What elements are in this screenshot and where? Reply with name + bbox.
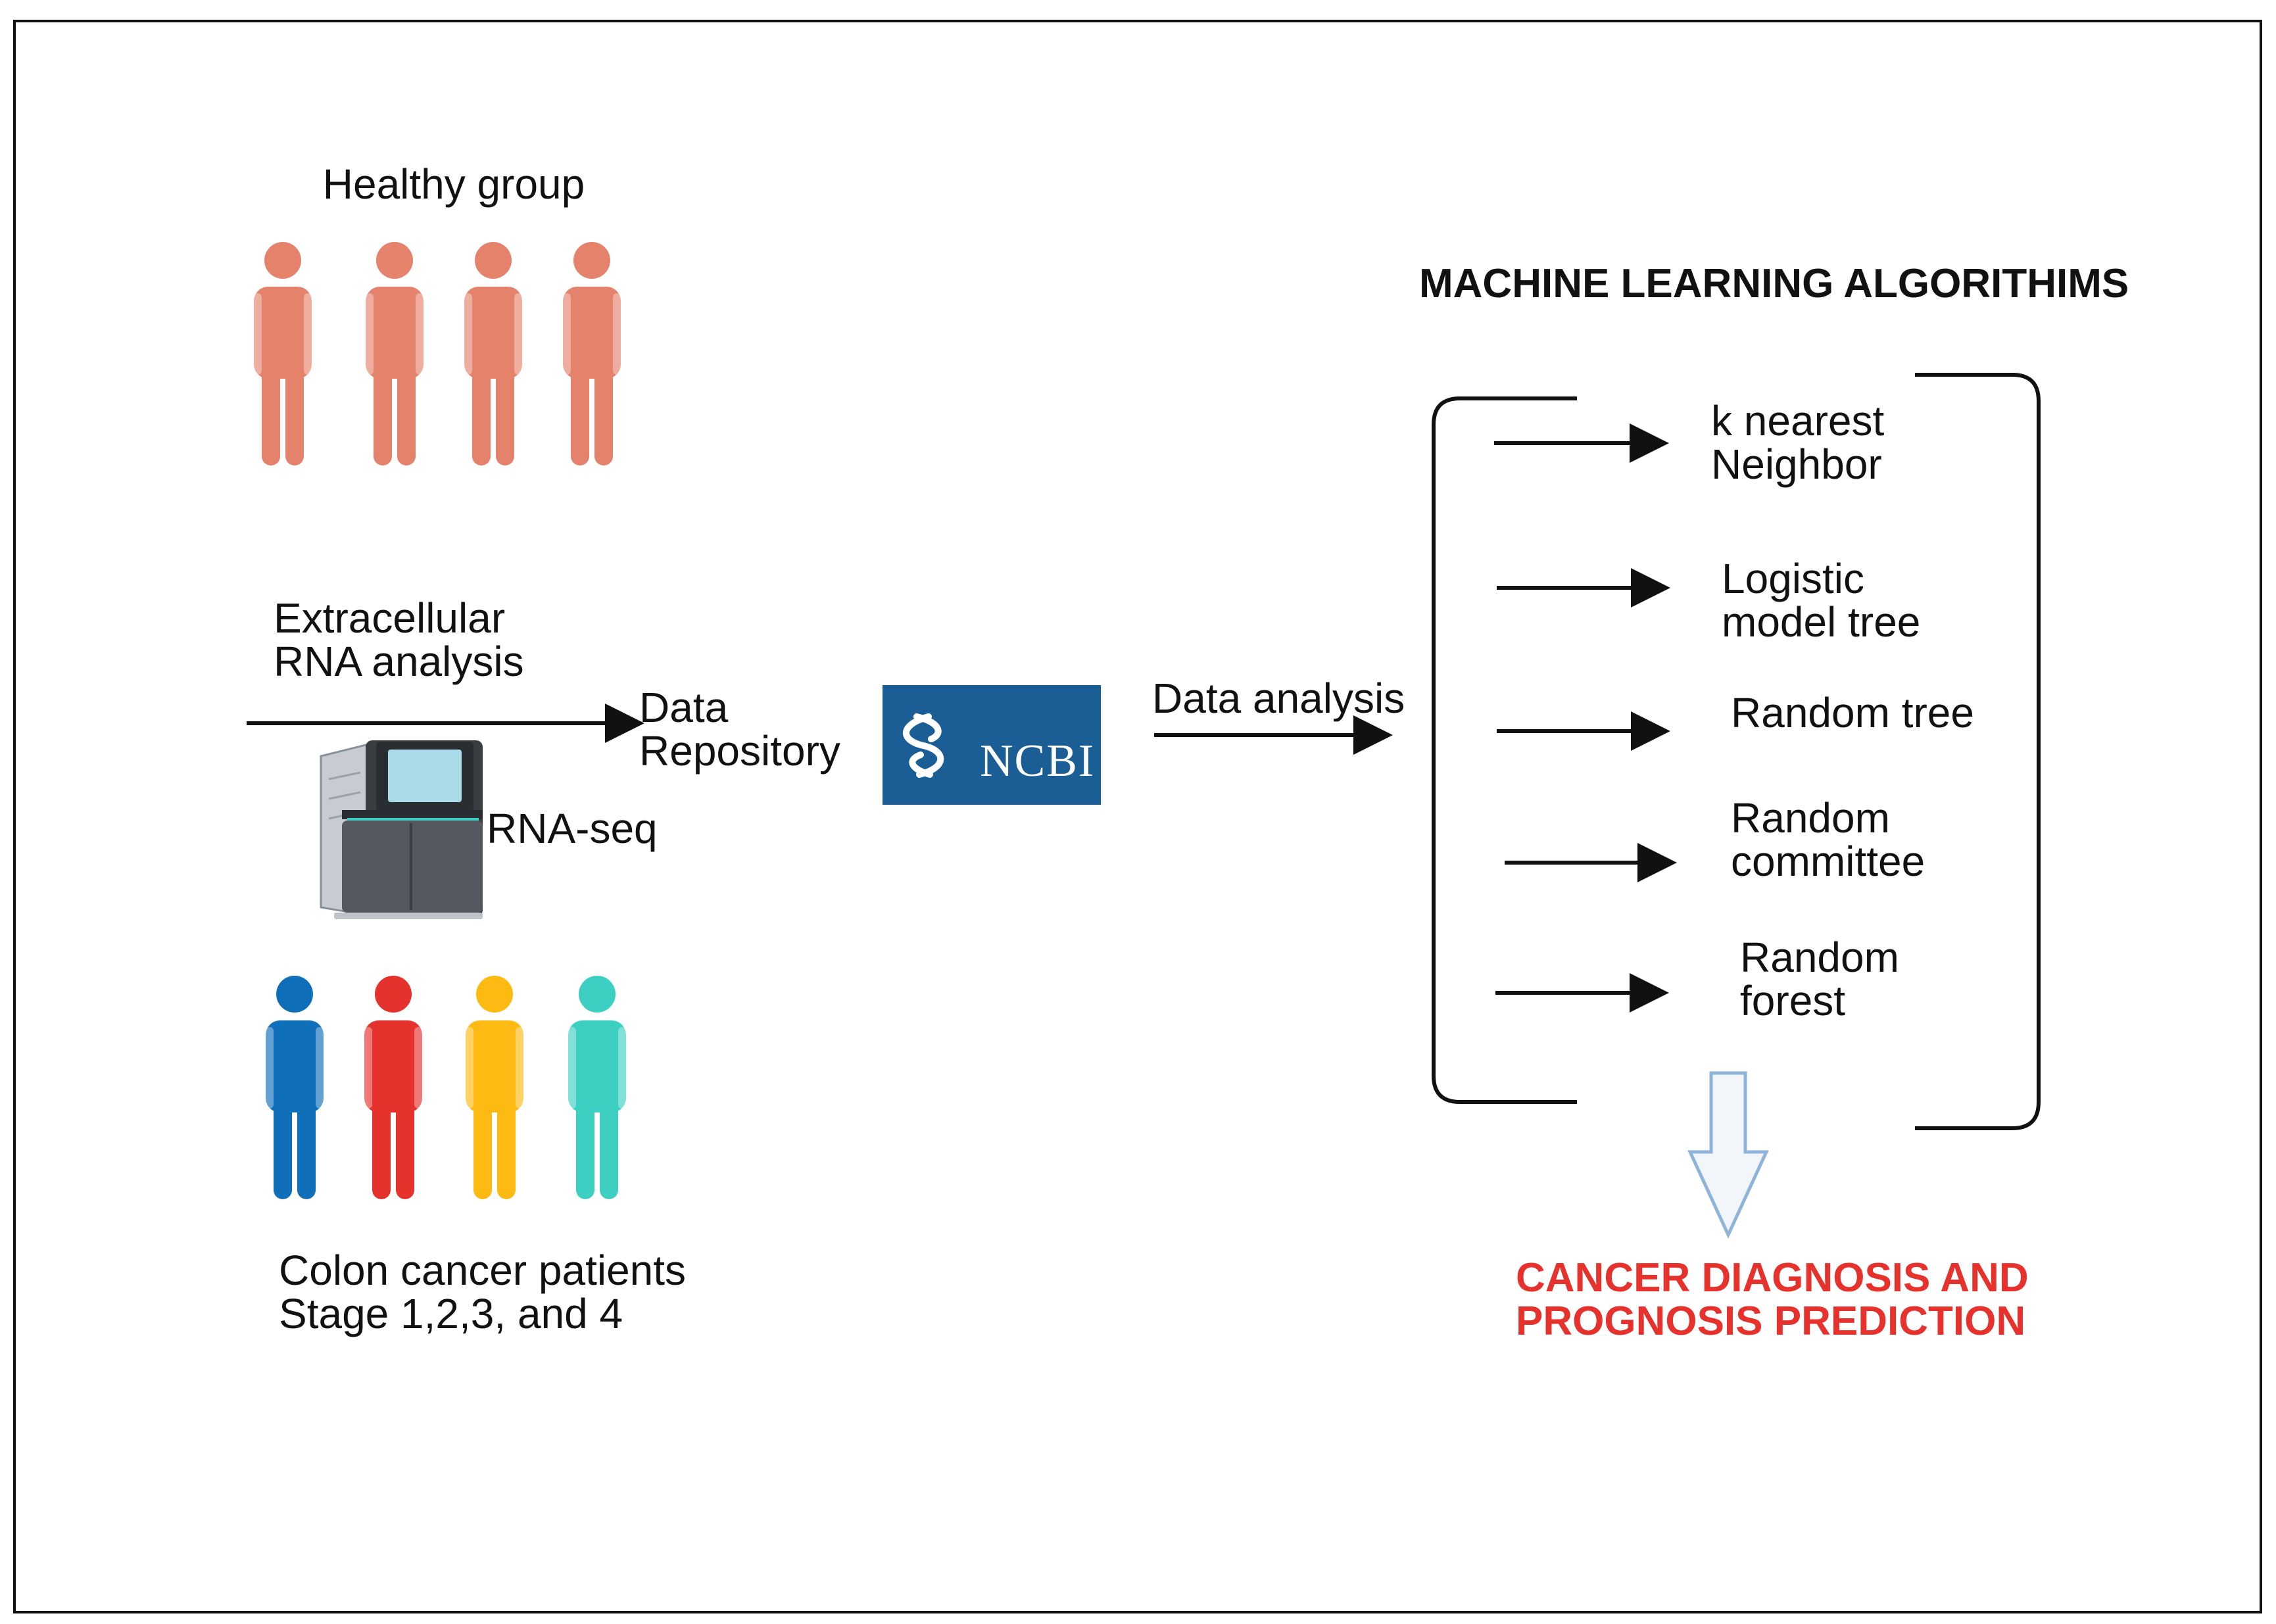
right-bracket [1915, 373, 2041, 1130]
dna-helix-icon [903, 713, 944, 778]
patient-people [266, 976, 626, 1199]
output-line1: CANCER DIAGNOSIS AND [1516, 1255, 2029, 1301]
patient-person-icon [568, 976, 626, 1199]
down-arrow-icon [1687, 1071, 1769, 1239]
healthy-person-icon [254, 242, 312, 466]
algo-random-forest-line1: Random [1740, 934, 1899, 981]
algo-knn-line1: k nearest [1711, 397, 1884, 444]
algo-random-tree-line1: Random tree [1731, 689, 1974, 736]
rna-analysis-line1: Extracellular [274, 594, 505, 642]
algo-random-committee-line1: Random [1731, 794, 1890, 842]
patient-person-icon [266, 976, 324, 1199]
left-bracket [1432, 396, 1577, 1104]
figure-border [13, 20, 2262, 1613]
ncbi-logo-text: NCBI [980, 736, 1095, 786]
sequencer-machine-icon [320, 740, 483, 919]
patient-person-icon [466, 976, 523, 1199]
algo-random-committee-line2: committee [1731, 838, 1925, 885]
patients-title-line2: Stage 1,2,3, and 4 [279, 1290, 623, 1337]
repository-line1: Data [639, 684, 729, 731]
healthy-person-icon [464, 242, 522, 466]
healthy-group-title: Healthy group [323, 160, 585, 208]
rna-seq-label: RNA-seq [487, 805, 658, 852]
repository-line2: Repository [639, 727, 840, 775]
algo-lmt-line1: Logistic [1722, 555, 1864, 602]
data-analysis-label: Data analysis [1152, 675, 1405, 722]
output-line2: PROGNOSIS PREDICTION [1516, 1299, 2025, 1344]
healthy-person-icon [563, 242, 621, 466]
ncbi-logo: NCBI [883, 685, 1101, 805]
patients-title-line1: Colon cancer patients [279, 1247, 686, 1294]
algo-knn-line2: Neighbor [1711, 441, 1882, 488]
healthy-person-icon [366, 242, 424, 466]
algo-random-forest-line2: forest [1740, 977, 1845, 1024]
patient-person-icon [364, 976, 422, 1199]
ml-title: MACHINE LEARNING ALGORITHIMS [1419, 261, 2129, 306]
algo-lmt-line2: model tree [1722, 598, 1920, 646]
rna-analysis-line2: RNA analysis [274, 638, 524, 685]
healthy-people [254, 242, 621, 466]
